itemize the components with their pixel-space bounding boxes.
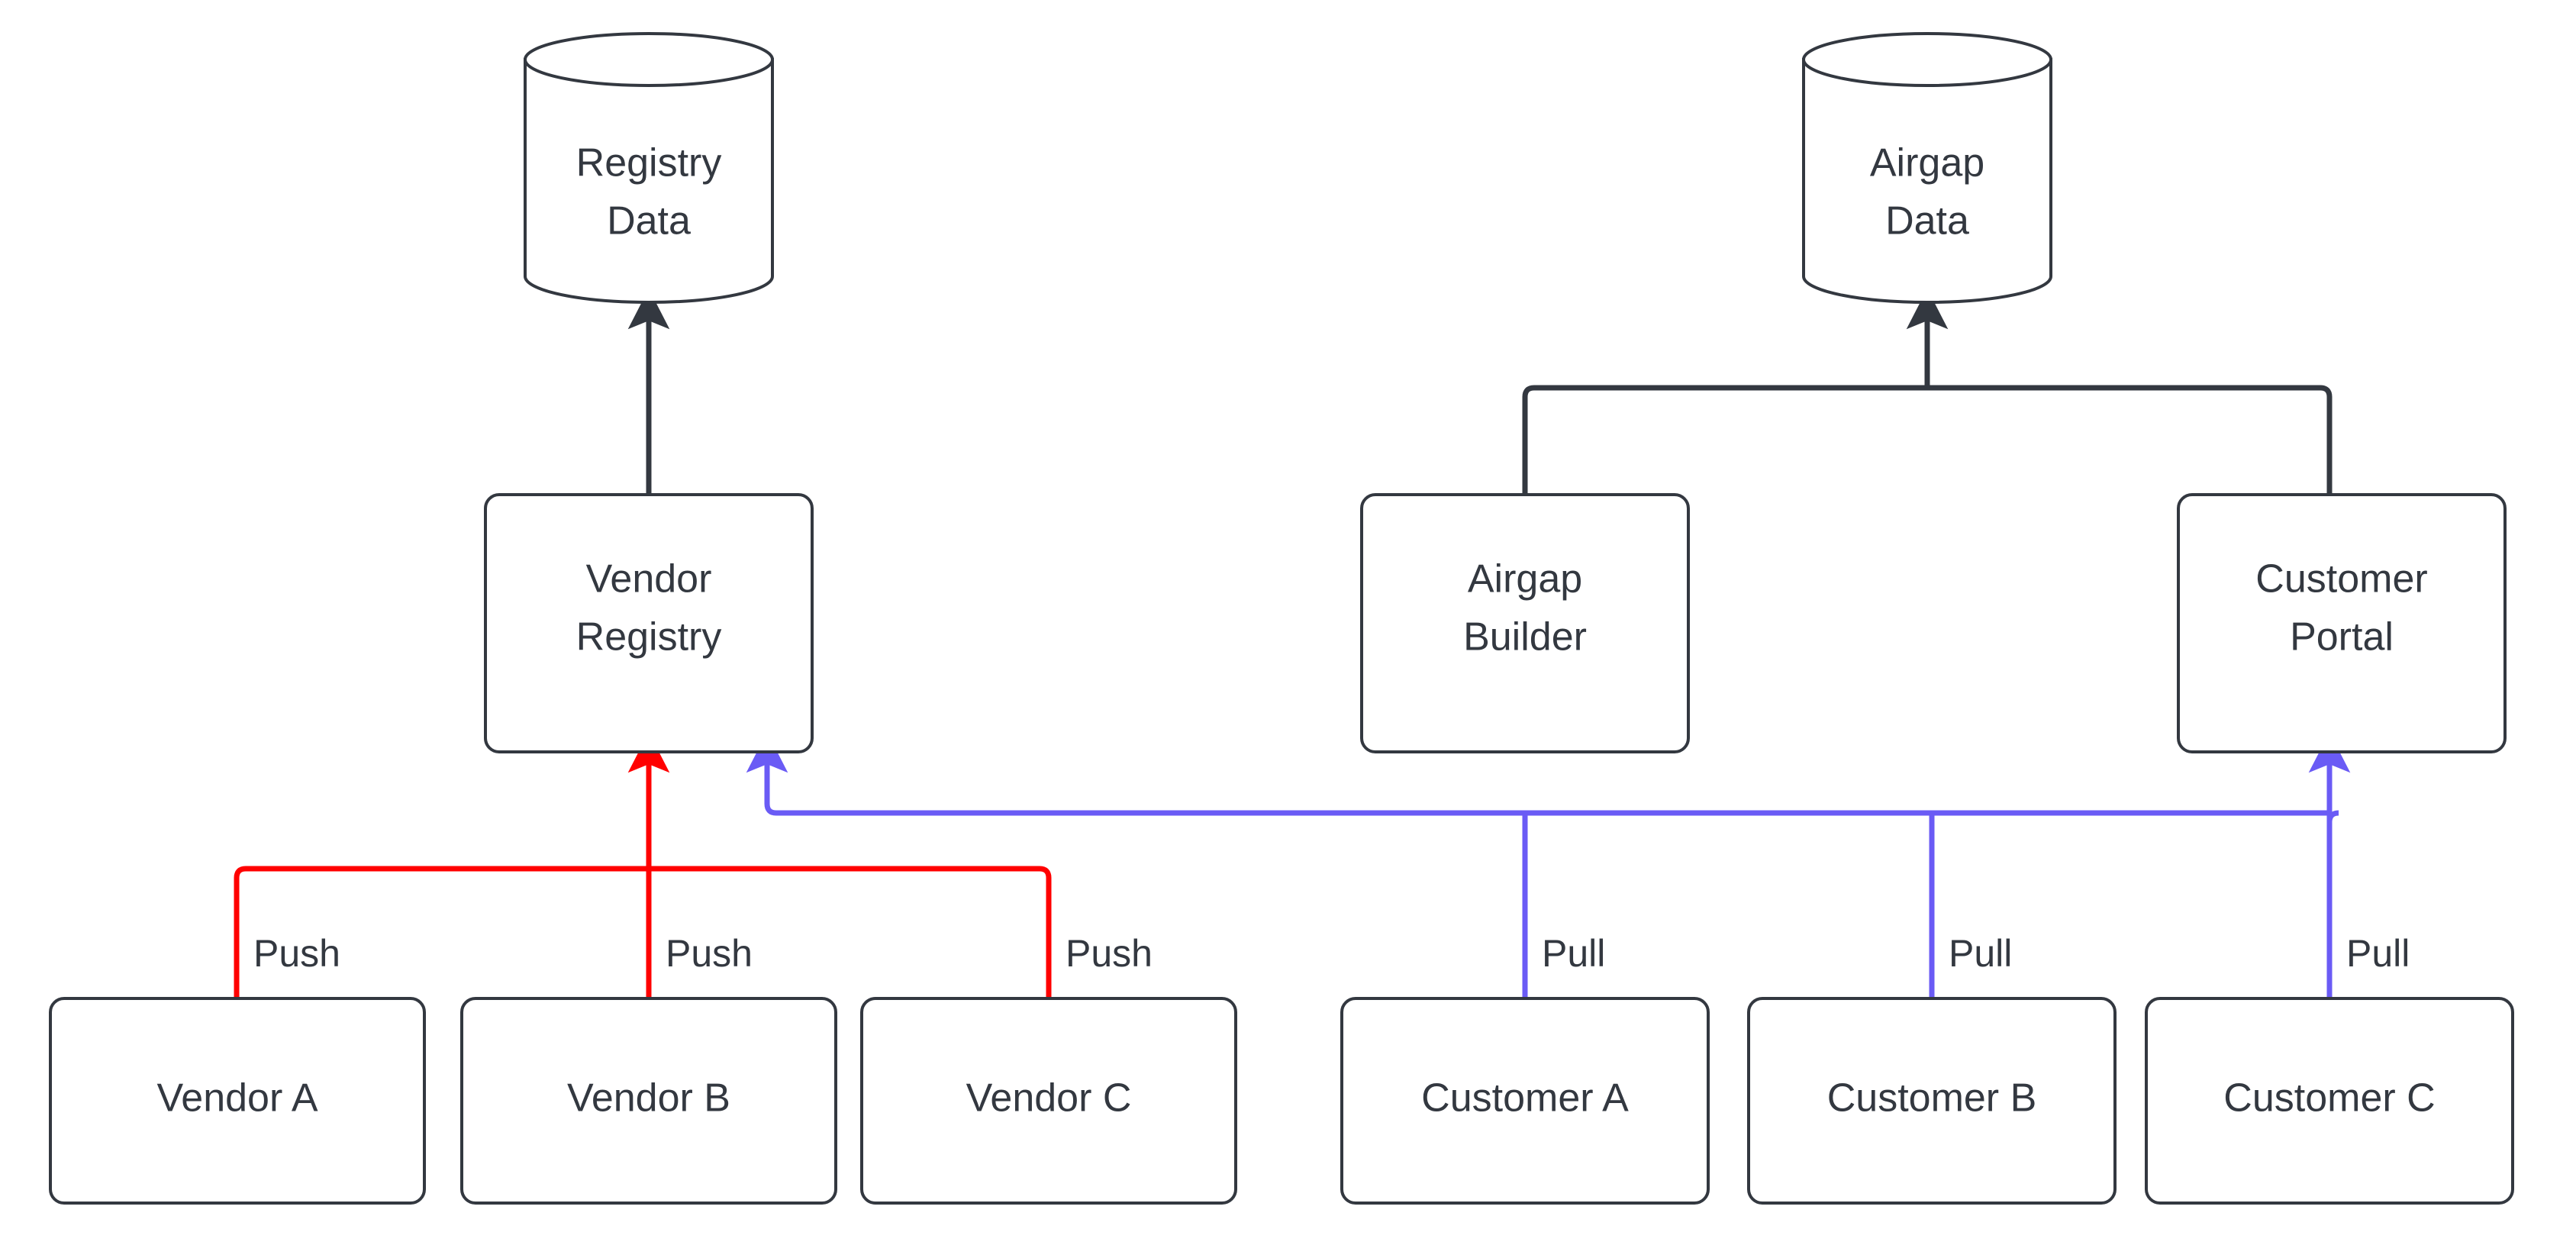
node-customer-portal[interactable]: Customer Portal xyxy=(2177,493,2507,753)
node-vendor-a[interactable]: Vendor A xyxy=(49,997,426,1205)
vendor-registry-label-line2: Registry xyxy=(576,615,722,660)
customer-portal-label-line1: Customer xyxy=(2255,557,2427,602)
vendor-registry-box xyxy=(484,493,814,753)
customer-portal-label-line2: Portal xyxy=(2290,615,2394,660)
node-vendor-b[interactable]: Vendor B xyxy=(460,997,837,1205)
airgap-data-cylinder-body xyxy=(1802,58,2052,304)
airgap-data-cylinder-top xyxy=(1802,32,2052,87)
customer-a-box xyxy=(1340,997,1710,1205)
vendor-c-label: Vendor C xyxy=(966,1076,1132,1121)
registry-data-cylinder-top xyxy=(524,32,774,87)
airgap-builder-label-line1: Airgap xyxy=(1468,557,1582,602)
node-registry-data[interactable]: Registry Data xyxy=(524,32,774,304)
edge-label-push-c: Push xyxy=(1066,932,1153,975)
node-airgap-builder[interactable]: Airgap Builder xyxy=(1360,493,1690,753)
node-vendor-c[interactable]: Vendor C xyxy=(860,997,1237,1205)
airgap-builder-label-line2: Builder xyxy=(1463,615,1587,660)
edge-label-pull-c: Pull xyxy=(2346,932,2410,975)
vendor-a-label: Vendor A xyxy=(156,1076,318,1121)
vendor-registry-label-line1: Vendor xyxy=(586,557,712,602)
customer-b-label: Customer B xyxy=(1827,1076,2037,1121)
registry-data-cylinder-body xyxy=(524,58,774,304)
node-customer-c[interactable]: Customer C xyxy=(2145,997,2514,1205)
edge-airgap-bus xyxy=(1522,385,2333,495)
vendor-b-box xyxy=(460,997,837,1205)
airgap-data-label-line2: Data xyxy=(1885,199,1969,244)
registry-data-label-line2: Data xyxy=(607,199,691,244)
node-airgap-data[interactable]: Airgap Data xyxy=(1802,32,2052,304)
vendor-c-box xyxy=(860,997,1237,1205)
edge-label-pull-a: Pull xyxy=(1542,932,1605,975)
node-customer-b[interactable]: Customer B xyxy=(1747,997,2117,1205)
airgap-builder-box xyxy=(1360,493,1690,753)
customer-c-label: Customer C xyxy=(2223,1076,2435,1121)
edge-push-bus xyxy=(234,866,1052,998)
customer-a-label: Customer A xyxy=(1421,1076,1629,1121)
node-vendor-registry[interactable]: Vendor Registry xyxy=(484,493,814,753)
vendor-a-box xyxy=(49,997,426,1205)
edge-label-pull-b: Pull xyxy=(1949,932,2012,975)
node-customer-a[interactable]: Customer A xyxy=(1340,997,1710,1205)
edge-label-push-a: Push xyxy=(253,932,340,975)
edge-label-push-b: Push xyxy=(666,932,753,975)
vendor-b-label: Vendor B xyxy=(567,1076,730,1121)
customer-c-box xyxy=(2145,997,2514,1205)
airgap-data-label-line1: Airgap xyxy=(1870,141,1984,185)
customer-portal-box xyxy=(2177,493,2507,753)
edge-pull-to-vendor-registry xyxy=(746,732,1525,816)
registry-data-label-line1: Registry xyxy=(576,141,722,185)
customer-b-box xyxy=(1747,997,2117,1205)
